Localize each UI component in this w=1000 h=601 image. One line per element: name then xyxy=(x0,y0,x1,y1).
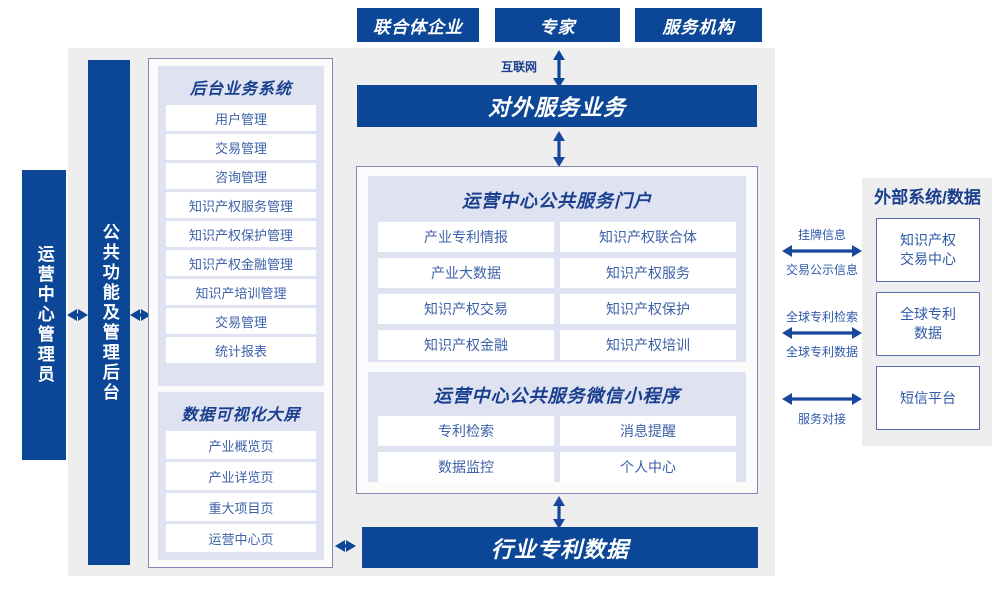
backend-item[interactable]: 交易管理 xyxy=(166,134,316,160)
dashboard-item[interactable]: 运营中心页 xyxy=(166,524,316,552)
portal-item[interactable]: 知识产权培训 xyxy=(560,330,736,360)
card-label: 知识产培训管理 xyxy=(195,285,287,301)
portal-item[interactable]: 产业专利情报 xyxy=(378,222,554,252)
connector-label-service-docking: 服务对接 xyxy=(797,412,846,426)
card-label: 重大项目页 xyxy=(208,500,274,516)
actor-label: 联合体企业 xyxy=(373,17,463,37)
portal-to-industry-arrow xyxy=(553,496,565,529)
actor-label: 专家 xyxy=(539,17,576,37)
dashboard-item[interactable]: 产业概览页 xyxy=(166,431,316,459)
miniprogram-item[interactable]: 消息提醒 xyxy=(560,416,736,446)
card-label: 知识产权服务管理 xyxy=(188,198,293,214)
card-label: 产业大数据 xyxy=(431,265,501,281)
external-service-bar[interactable]: 对外服务业务 xyxy=(357,85,757,127)
internet-label: 互联网 xyxy=(500,60,537,74)
card-label: 产业概览页 xyxy=(208,438,274,454)
dashboard-group: 数据可视化大屏 产业概览页产业详览页重大项目页运营中心页 xyxy=(158,392,324,560)
card-label: 专利检索 xyxy=(438,423,494,439)
backend-item[interactable]: 用户管理 xyxy=(166,105,316,131)
external-box-line1: 短信平台 xyxy=(900,389,956,406)
portal-item[interactable]: 知识产权联合体 xyxy=(560,222,736,252)
industry-patent-data-label: 行业专利数据 xyxy=(490,536,629,562)
actor-label: 服务机构 xyxy=(662,17,735,37)
service-to-portal-arrow xyxy=(553,131,565,167)
external-systems-title: 外部系统/数据 xyxy=(874,188,981,207)
card-label: 知识产权交易 xyxy=(424,301,508,317)
connector-label-transaction-disclosure: 交易公示信息 xyxy=(785,263,858,277)
card-label: 产业详览页 xyxy=(208,469,274,485)
connector-label-listing-info: 挂牌信息 xyxy=(797,228,846,242)
dashboard-item[interactable]: 产业详览页 xyxy=(166,462,316,490)
card-label: 个人中心 xyxy=(620,459,676,475)
external-box-ip-exchange[interactable]: 知识产权 交易中心 xyxy=(876,218,980,282)
external-box-sms-platform[interactable]: 短信平台 xyxy=(876,366,980,430)
external-box-line1: 全球专利 xyxy=(900,306,956,323)
portal-group: 运营中心公共服务门户 产业专利情报 知识产权联合体产业大数据 知识产权服务知识产权交… xyxy=(368,176,746,362)
card-label: 知识产权培训 xyxy=(606,337,690,353)
card-label: 知识产权保护 xyxy=(606,301,690,317)
backend-item[interactable]: 交易管理 xyxy=(166,308,316,334)
backend-group: 后台业务系统 用户管理交易管理咨询管理知识产权服务管理知识产权保护管理知识产权金… xyxy=(158,66,324,386)
admin-to-backoffice-arrow xyxy=(67,309,88,321)
external-service-label: 对外服务业务 xyxy=(487,95,626,120)
portal-item[interactable]: 知识产权交易 xyxy=(378,294,554,324)
dashboard-item[interactable]: 重大项目页 xyxy=(166,493,316,521)
portal-title: 运营中心公共服务门户 xyxy=(462,191,652,211)
external-arrow-global-patent xyxy=(782,327,862,339)
card-label: 交易管理 xyxy=(214,314,267,330)
card-label: 知识产权金融 xyxy=(424,337,508,353)
backend-item[interactable]: 知识产权服务管理 xyxy=(166,192,316,218)
backend-item[interactable]: 知识产权金融管理 xyxy=(166,250,316,276)
portal-item[interactable]: 知识产权保护 xyxy=(560,294,736,324)
column-label: 运营中心管理员 xyxy=(34,245,54,385)
backend-item[interactable]: 知识产培训管理 xyxy=(166,279,316,305)
miniprogram-group: 运营中心公共服务微信小程序 专利检索 消息提醒数据监控 个人中心 xyxy=(368,372,746,482)
card-label: 咨询管理 xyxy=(214,169,267,185)
backoffice-to-backend-arrow xyxy=(130,309,151,321)
card-label: 运营中心页 xyxy=(208,531,274,547)
external-box-global-patent-data[interactable]: 全球专利 数据 xyxy=(876,292,980,356)
card-label: 交易管理 xyxy=(214,140,267,156)
external-box-line1: 知识产权 xyxy=(900,232,956,249)
actor-box-expert[interactable]: 专家 xyxy=(495,8,620,42)
miniprogram-item[interactable]: 数据监控 xyxy=(378,452,554,482)
dashboard-to-industry-arrow xyxy=(335,540,356,552)
backend-item[interactable]: 知识产权保护管理 xyxy=(166,221,316,247)
backend-item[interactable]: 咨询管理 xyxy=(166,163,316,189)
column-common-backoffice[interactable]: 公共功能及管理后台 xyxy=(88,60,130,565)
connector-label-global-patent-search: 全球专利检索 xyxy=(785,310,858,324)
industry-patent-data-bar[interactable]: 行业专利数据 xyxy=(362,527,758,568)
card-label: 消息提醒 xyxy=(620,423,676,439)
portal-item[interactable]: 产业大数据 xyxy=(378,258,554,288)
column-operations-admin[interactable]: 运营中心管理员 xyxy=(22,170,66,460)
connector-label-global-patent-data: 全球专利数据 xyxy=(785,345,858,359)
internet-arrow xyxy=(553,50,565,88)
card-label: 用户管理 xyxy=(214,111,267,127)
miniprogram-title: 运营中心公共服务微信小程序 xyxy=(433,386,681,406)
backend-item[interactable]: 统计报表 xyxy=(166,337,316,363)
external-box-line2: 数据 xyxy=(914,325,942,341)
card-label: 知识产权联合体 xyxy=(599,229,697,245)
card-label: 数据监控 xyxy=(438,459,494,475)
card-label: 知识产权服务 xyxy=(606,265,690,281)
external-arrow-sms xyxy=(782,393,862,405)
external-box-line2: 交易中心 xyxy=(900,251,956,267)
card-label: 统计报表 xyxy=(214,343,267,359)
miniprogram-item[interactable]: 专利检索 xyxy=(378,416,554,446)
card-label: 产业专利情报 xyxy=(424,229,508,245)
actor-box-consortium[interactable]: 联合体企业 xyxy=(357,8,479,42)
backend-title: 后台业务系统 xyxy=(189,81,292,98)
external-arrow-ip-exchange xyxy=(782,245,862,257)
card-label: 知识产权金融管理 xyxy=(188,256,293,272)
portal-item[interactable]: 知识产权金融 xyxy=(378,330,554,360)
dashboard-title: 数据可视化大屏 xyxy=(181,407,301,424)
miniprogram-item[interactable]: 个人中心 xyxy=(560,452,736,482)
column-label: 公共功能及管理后台 xyxy=(99,222,119,403)
actor-box-service-agency[interactable]: 服务机构 xyxy=(635,8,762,42)
card-label: 知识产权保护管理 xyxy=(188,227,293,243)
portal-item[interactable]: 知识产权服务 xyxy=(560,258,736,288)
